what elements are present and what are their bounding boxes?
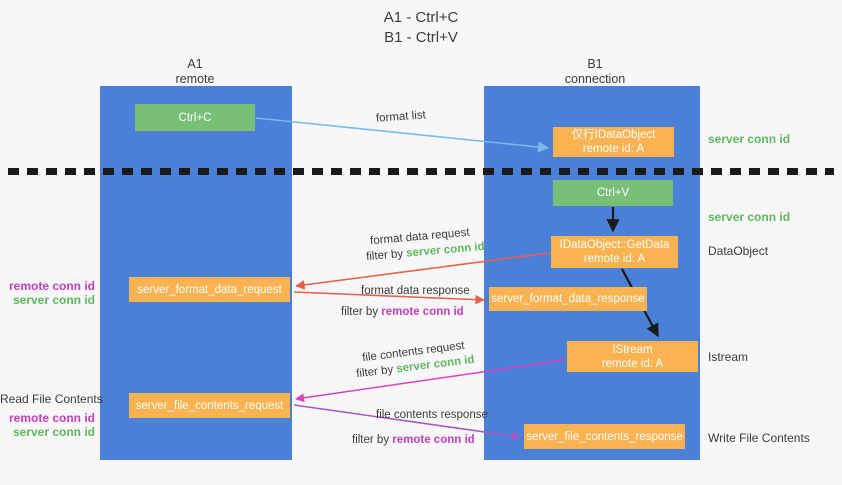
- arrow-format-list: [255, 117, 550, 153]
- arrow-format-data-request: [295, 252, 550, 290]
- column-header-b1: B1 connection: [515, 57, 675, 87]
- arrow-file-contents-request: [295, 359, 566, 403]
- column-header-a1: A1 remote: [115, 57, 275, 87]
- title-line-2: B1 - Ctrl+V: [384, 29, 458, 46]
- arrow-file-contents-response: [293, 404, 521, 441]
- phase-divider: [8, 168, 834, 175]
- arrow-getdata-to-istream: [621, 268, 659, 338]
- column-a1-sub: remote: [175, 72, 215, 86]
- column-b1-name: B1: [587, 57, 603, 71]
- column-b1-sub: connection: [564, 72, 626, 86]
- title-line-1: A1 - Ctrl+C: [383, 9, 459, 26]
- column-a1-name: A1: [187, 57, 203, 71]
- arrow-format-data-response: [293, 291, 485, 305]
- page-title: A1 - Ctrl+C B1 - Ctrl+V: [0, 8, 842, 48]
